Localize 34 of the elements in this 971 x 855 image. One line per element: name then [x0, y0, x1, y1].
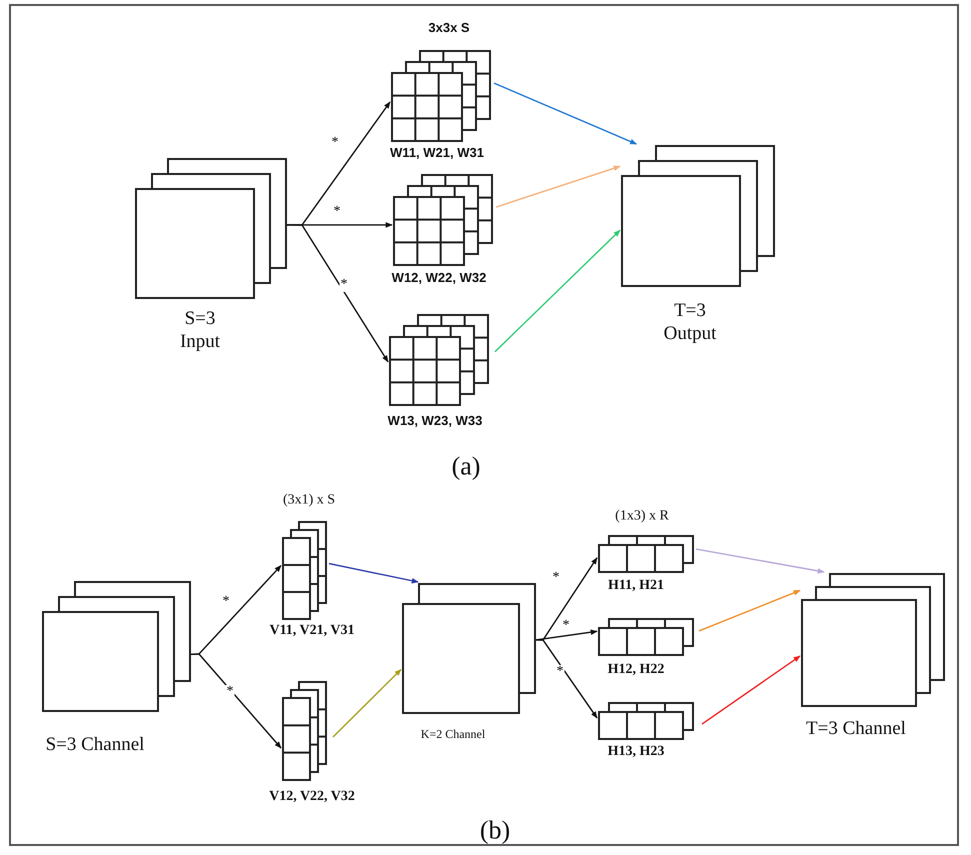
node-label: S=3 Channel	[46, 734, 144, 757]
node-label: H13, H23	[608, 744, 664, 761]
kernel-size-label: (1x3) x R	[615, 508, 669, 524]
node-label: W11, W21, W31	[390, 145, 484, 161]
edge-label: *	[226, 685, 234, 699]
node-label: K=2 Channel	[420, 727, 486, 742]
node-label: T=3	[674, 300, 706, 323]
edge-label: *	[340, 278, 348, 292]
node-label: H11, H21	[608, 578, 664, 595]
node-label: V12, V22, V32	[269, 789, 355, 806]
arrow	[536, 639, 598, 719]
arrow	[190, 653, 282, 749]
arrow	[702, 656, 801, 725]
node-label: W12, W22, W32	[392, 270, 486, 286]
panel-label: (a)	[452, 452, 480, 482]
arrow	[332, 668, 402, 738]
node-label: H12, H22	[608, 662, 664, 679]
arrow	[698, 590, 801, 632]
panel-label: (b)	[480, 816, 510, 846]
node-label: S=3	[184, 308, 216, 331]
arrow	[328, 562, 419, 584]
node-label: W13, W23, W33	[388, 413, 482, 429]
kernel-size-label: 3x3x S	[428, 20, 470, 36]
arrow	[496, 166, 621, 208]
arrow	[494, 82, 638, 145]
node-label: V11, V21, V31	[269, 623, 355, 640]
arrow	[287, 224, 389, 362]
node-label: Input	[180, 330, 220, 354]
arrow	[536, 629, 598, 641]
node-label: Output	[664, 322, 716, 346]
arrow	[494, 230, 620, 352]
arrow	[696, 548, 825, 574]
kernel-size-label: (3x1) x S	[282, 492, 336, 508]
node-label: T=3 Channel	[806, 718, 906, 741]
